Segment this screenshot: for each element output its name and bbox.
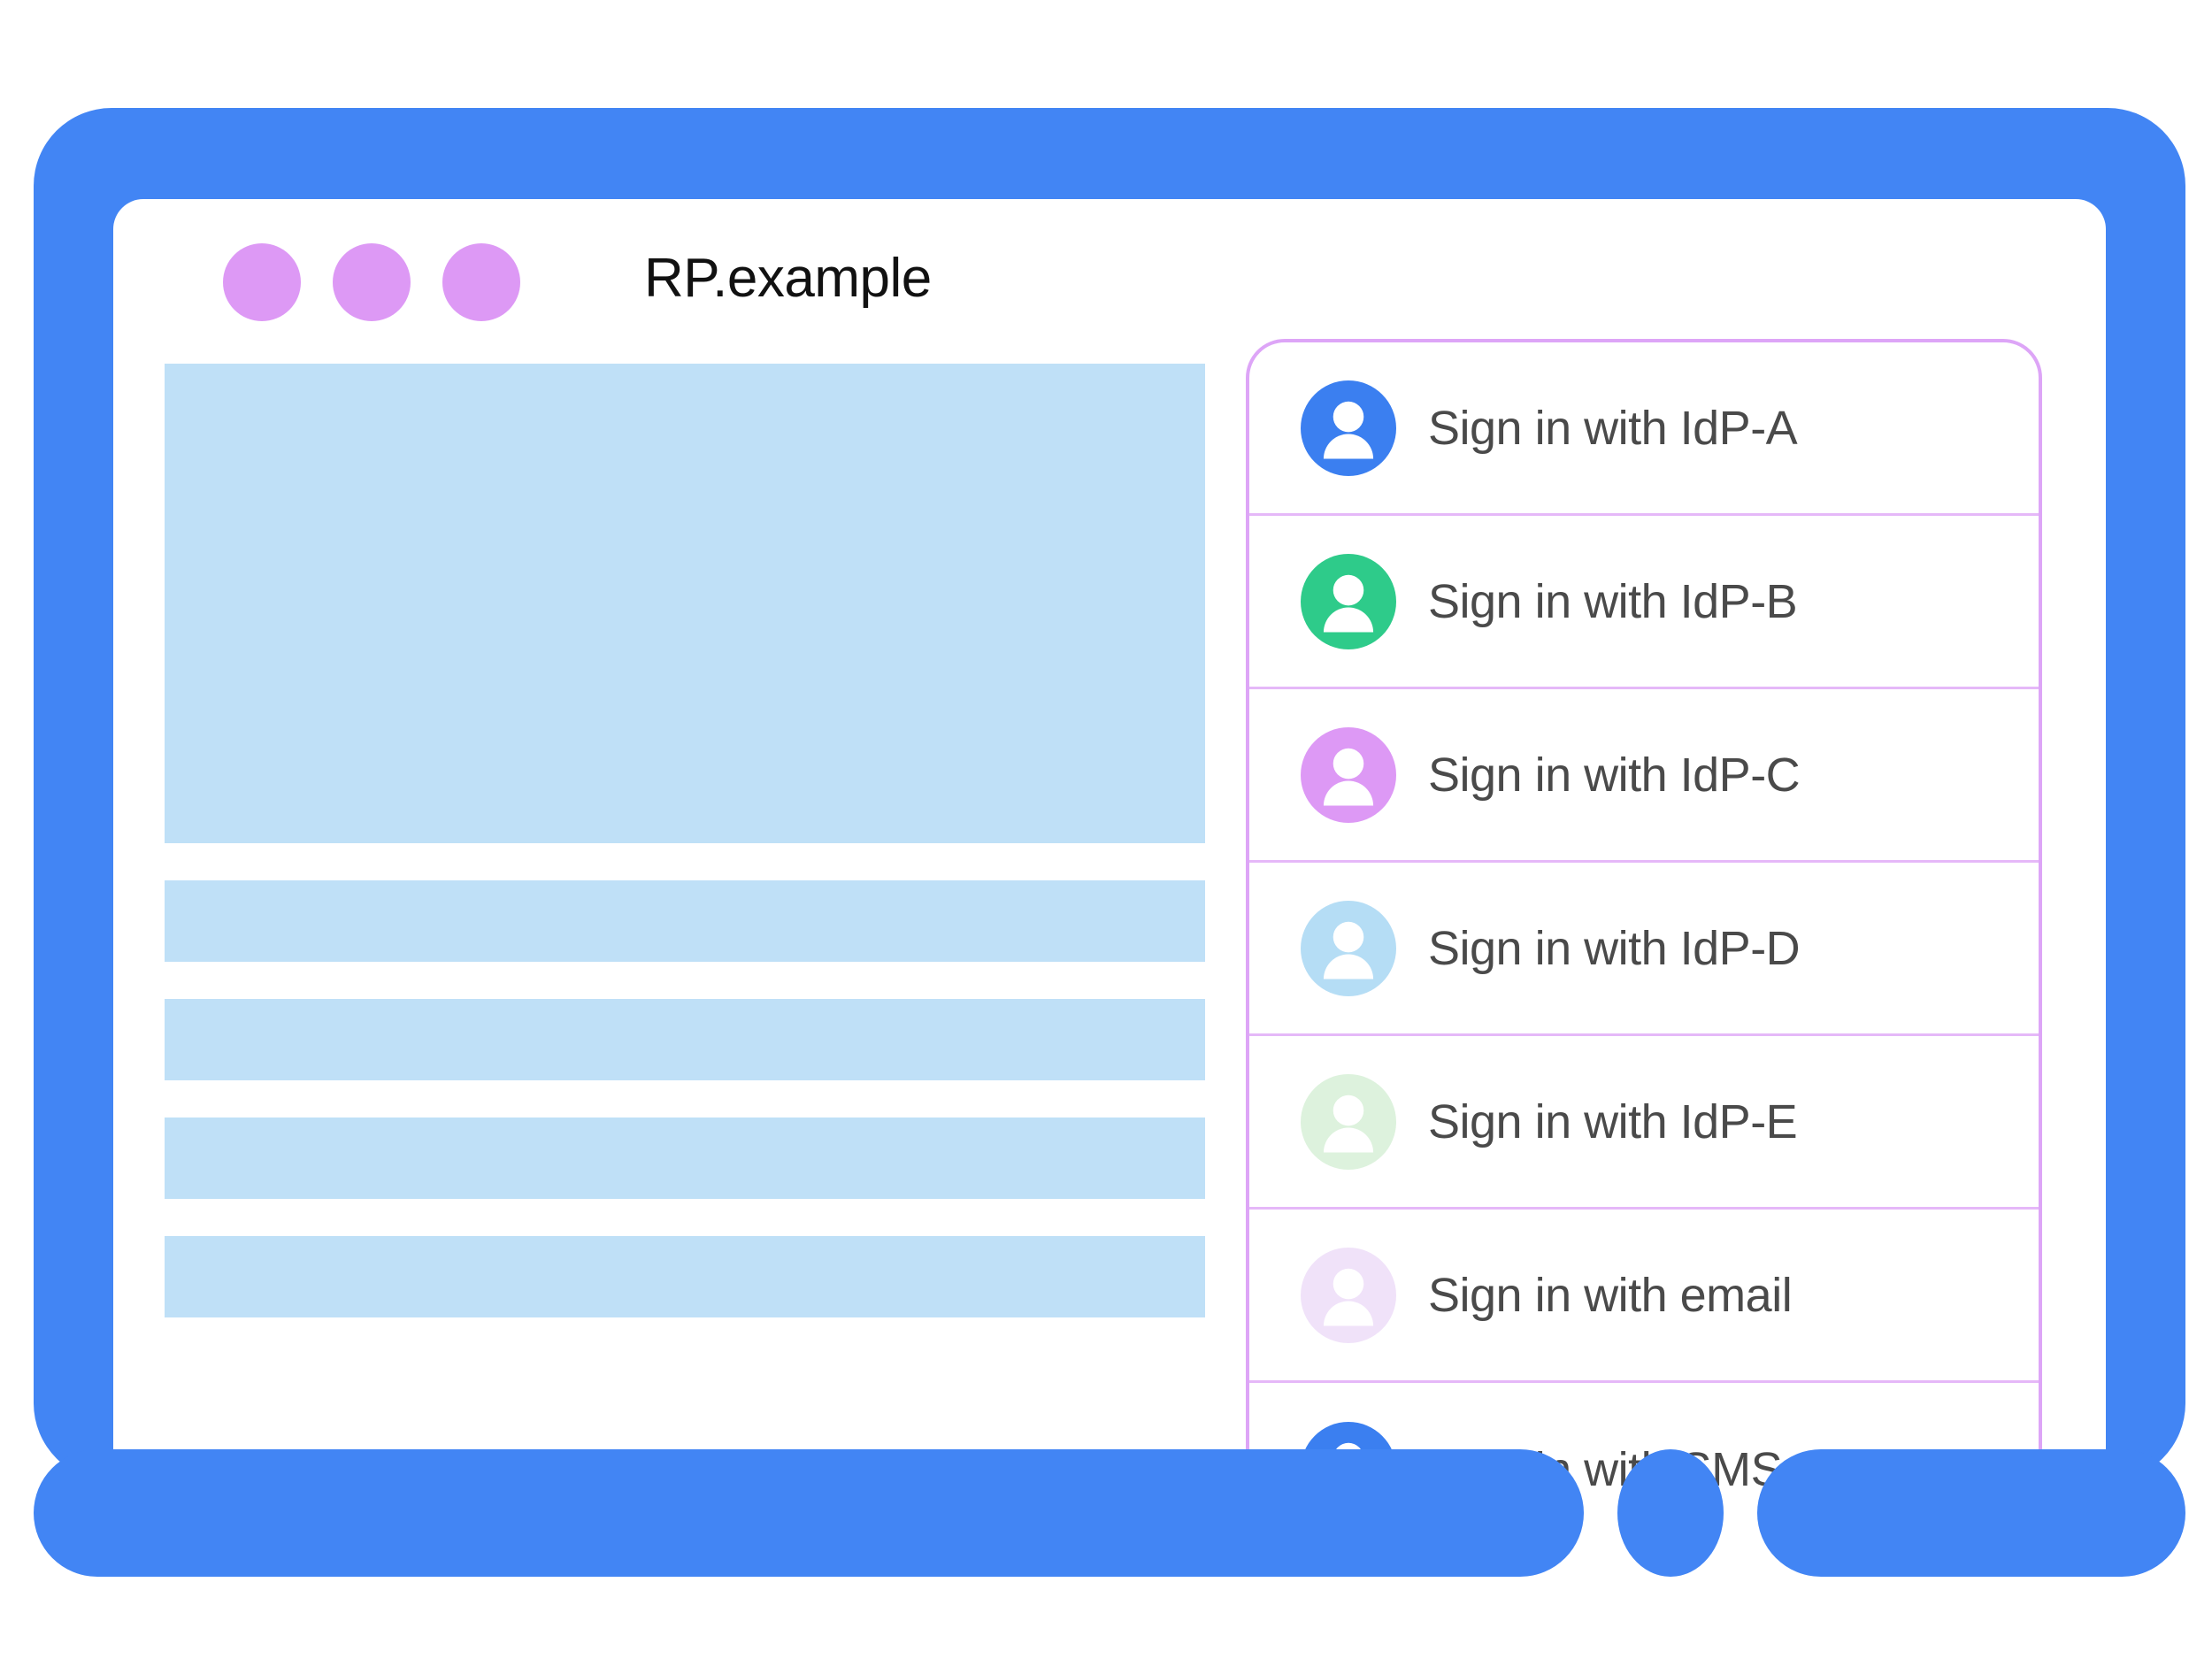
window-dot-2[interactable]	[333, 243, 411, 321]
signin-option-idp-d[interactable]: Sign in with IdP-D	[1249, 863, 2039, 1036]
device-base	[34, 1449, 2185, 1577]
window-dot-3[interactable]	[442, 243, 520, 321]
signin-option-label: Sign in with IdP-A	[1428, 401, 1798, 455]
device-frame: RP.example Sign in with IdP-A Sign in wi…	[34, 108, 2185, 1577]
avatar-icon	[1301, 1247, 1396, 1343]
text-row-2	[165, 999, 1205, 1080]
text-row-4	[165, 1236, 1205, 1317]
signin-option-label: Sign in with IdP-C	[1428, 748, 1801, 802]
signin-option-idp-a[interactable]: Sign in with IdP-A	[1249, 342, 2039, 516]
text-row-3	[165, 1118, 1205, 1199]
signin-option-label: Sign in with IdP-B	[1428, 574, 1798, 628]
signin-option-label: Sign in with email	[1428, 1268, 1793, 1322]
signin-option-label: Sign in with IdP-E	[1428, 1094, 1798, 1148]
title-bar: RP.example	[113, 199, 2106, 367]
content-placeholder-area	[165, 364, 1205, 1355]
signin-option-label: Sign in with IdP-D	[1428, 921, 1801, 975]
signin-option-idp-b[interactable]: Sign in with IdP-B	[1249, 516, 2039, 689]
signin-option-email[interactable]: Sign in with email	[1249, 1210, 2039, 1383]
account-chooser-panel: Sign in with IdP-A Sign in with IdP-B Si…	[1246, 339, 2042, 1541]
avatar-icon	[1301, 726, 1396, 823]
device-base-bar-right	[1757, 1449, 2185, 1577]
device-base-bar-left	[34, 1449, 1584, 1577]
signin-option-idp-e[interactable]: Sign in with IdP-E	[1249, 1036, 2039, 1210]
avatar-icon	[1301, 1073, 1396, 1170]
device-home-button[interactable]	[1617, 1449, 1724, 1577]
avatar-icon	[1301, 553, 1396, 649]
avatar-icon	[1301, 900, 1396, 996]
hero-block	[165, 364, 1205, 843]
window-dot-1[interactable]	[223, 243, 301, 321]
browser-screen: RP.example Sign in with IdP-A Sign in wi…	[113, 199, 2106, 1541]
signin-option-idp-c[interactable]: Sign in with IdP-C	[1249, 689, 2039, 863]
avatar-icon	[1301, 380, 1396, 476]
page-title: RP.example	[644, 248, 932, 309]
text-row-1	[165, 880, 1205, 962]
